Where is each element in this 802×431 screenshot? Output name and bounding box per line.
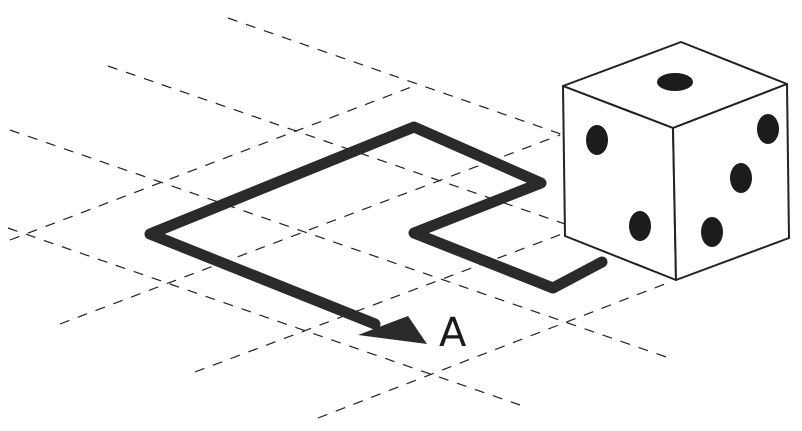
point-a-label: A <box>439 310 467 356</box>
die-left-pip <box>701 217 723 247</box>
route: A <box>144 121 608 356</box>
die-right-pip <box>757 114 779 144</box>
die-left-pip <box>586 125 608 155</box>
route-arrowhead <box>358 316 427 344</box>
grid-line <box>317 281 671 419</box>
grid-line <box>9 129 673 360</box>
route-path <box>144 121 608 330</box>
grid-line <box>194 233 563 373</box>
grid-line <box>227 17 576 140</box>
die-right-pip <box>730 163 752 193</box>
grid-line <box>7 227 521 406</box>
die-top-pip <box>657 73 693 91</box>
die-left-pip <box>629 211 651 241</box>
grid-line <box>9 85 415 241</box>
grid-line <box>59 134 561 325</box>
die <box>562 41 790 281</box>
